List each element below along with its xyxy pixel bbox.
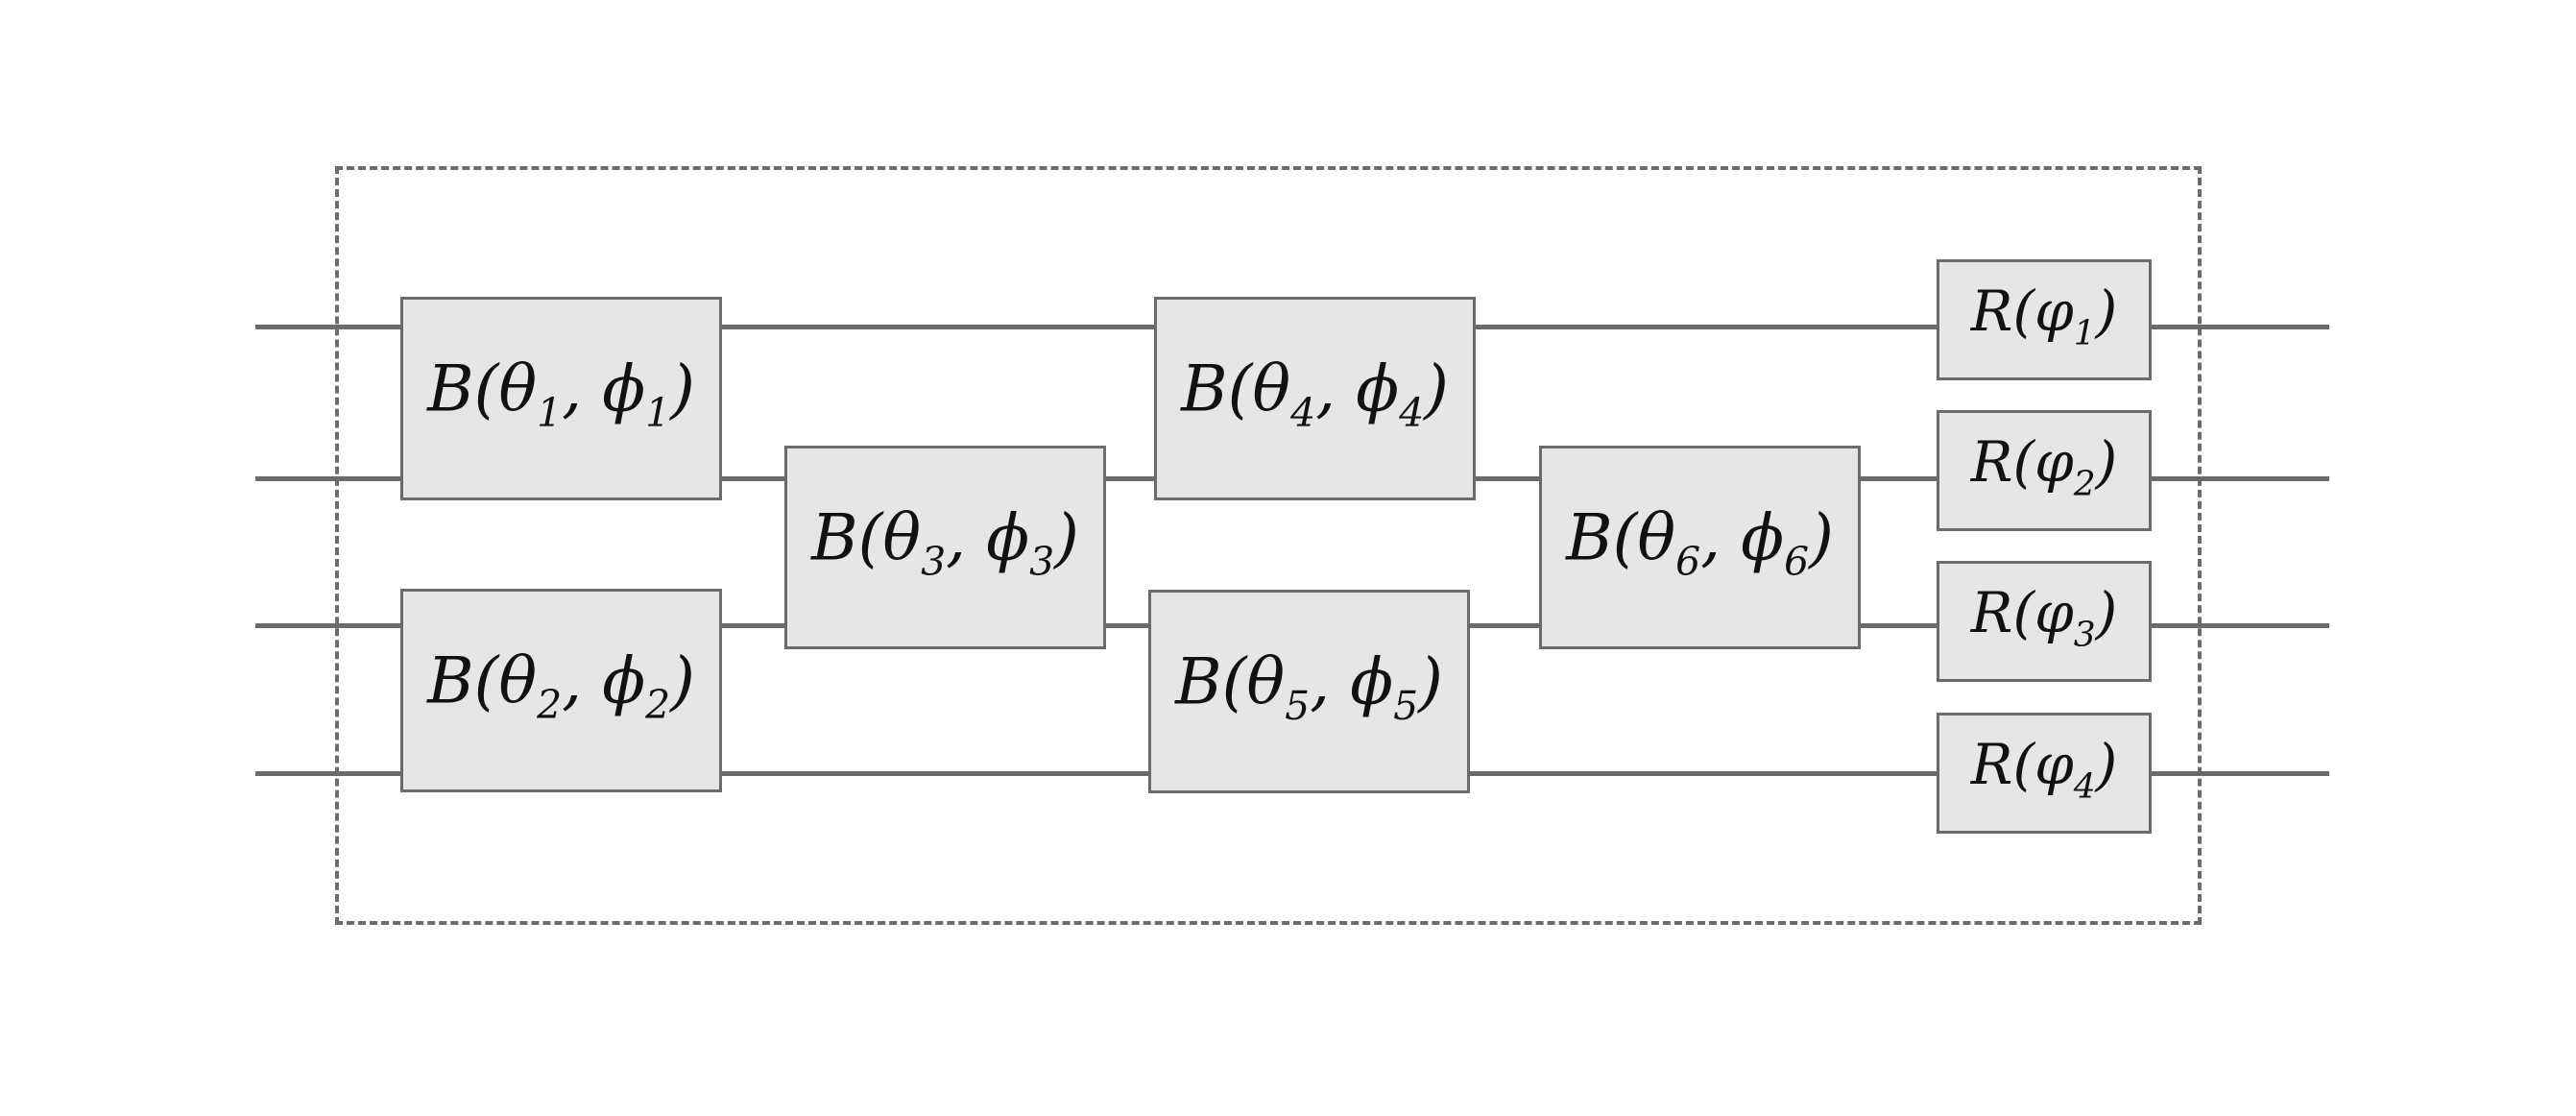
gate-label: B(θ5, ϕ5) [1175, 644, 1443, 729]
rotation-gate-r1: R(φ1) [1937, 259, 2152, 380]
beamsplitter-gate-b5: B(θ5, ϕ5) [1148, 590, 1470, 793]
beamsplitter-gate-b1: B(θ1, ϕ1) [400, 297, 722, 500]
circuit-boundary-dashed-box [335, 166, 2202, 925]
gate-label: B(θ6, ϕ6) [1566, 500, 1834, 585]
gate-label: R(φ4) [1970, 731, 2118, 807]
gate-label: B(θ4, ϕ4) [1181, 352, 1449, 436]
beamsplitter-gate-b3: B(θ3, ϕ3) [784, 446, 1106, 649]
gate-label: R(φ3) [1970, 579, 2118, 655]
beamsplitter-gate-b4: B(θ4, ϕ4) [1154, 297, 1476, 500]
gate-label: R(φ2) [1970, 428, 2118, 504]
gate-label: B(θ3, ϕ3) [811, 500, 1079, 585]
rotation-gate-r3: R(φ3) [1937, 561, 2152, 682]
rotation-gate-r4: R(φ4) [1937, 713, 2152, 834]
gate-label: B(θ1, ϕ1) [427, 352, 695, 436]
gate-label: R(φ1) [1970, 278, 2118, 353]
beamsplitter-gate-b6: B(θ6, ϕ6) [1539, 446, 1861, 649]
gate-label: B(θ2, ϕ2) [427, 643, 695, 728]
rotation-gate-r2: R(φ2) [1937, 410, 2152, 531]
beamsplitter-gate-b2: B(θ2, ϕ2) [400, 589, 722, 792]
